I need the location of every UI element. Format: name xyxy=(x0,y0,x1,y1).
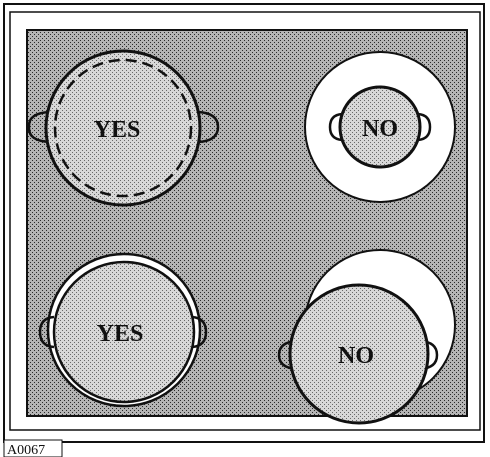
ref-code-box: A0067 xyxy=(4,440,62,457)
verdict-label: YES xyxy=(94,117,141,143)
example-top-right: NO xyxy=(305,52,455,202)
verdict-label: NO xyxy=(362,116,398,142)
ref-code: A0067 xyxy=(7,443,45,457)
verdict-label: NO xyxy=(338,343,374,369)
verdict-label: YES xyxy=(97,321,144,347)
